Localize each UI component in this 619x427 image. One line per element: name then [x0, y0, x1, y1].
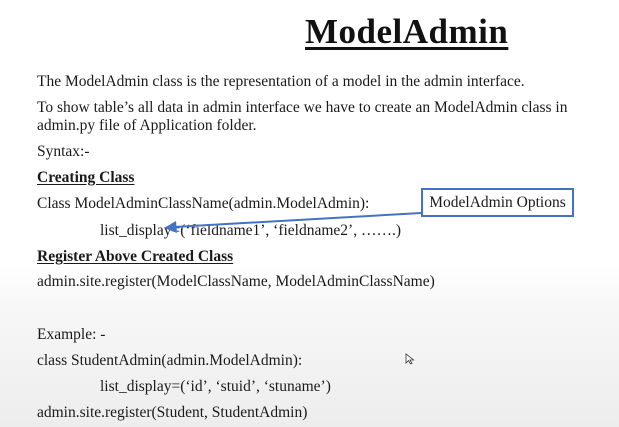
example-register-line: admin.site.register(Student, StudentAdmi…: [37, 404, 308, 421]
mouse-cursor-icon: [405, 353, 415, 365]
description-line-2: admin.py file of Application folder.: [37, 117, 257, 134]
register-syntax: admin.site.register(ModelClassName, Mode…: [37, 273, 435, 290]
modeladmin-options-callout: ModelAdmin Options: [421, 188, 574, 217]
example-label: Example: -: [37, 326, 106, 343]
creating-class-heading: Creating Class: [37, 169, 135, 186]
example-list-display: list_display=(‘id’, ‘stuid’, ‘stuname’): [100, 378, 331, 395]
description-line-1: To show table’s all data in admin interf…: [37, 99, 568, 116]
list-display-syntax: list_display=(‘fieldname1’, ‘fieldname2’…: [100, 222, 402, 239]
syntax-label: Syntax:-: [37, 143, 90, 160]
register-heading: Register Above Created Class: [37, 248, 234, 265]
intro-text: The ModelAdmin class is the representati…: [37, 73, 525, 90]
class-definition-line: Class ModelAdminClassName(admin.ModelAdm…: [37, 195, 370, 212]
example-class-line: class StudentAdmin(admin.ModelAdmin):: [37, 352, 303, 369]
slide-title: ModelAdmin: [305, 12, 509, 51]
